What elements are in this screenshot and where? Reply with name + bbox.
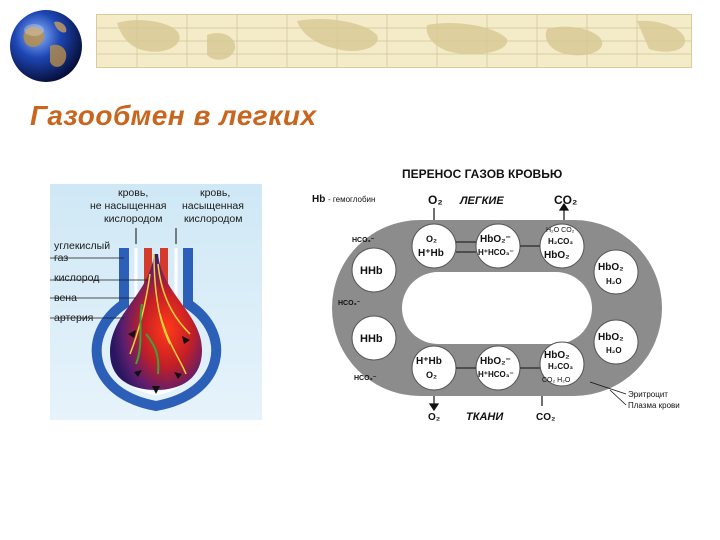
header-right-line2: насыщенная xyxy=(182,200,244,212)
cell3-line1: H₂O CO₂ xyxy=(546,227,575,234)
label-plasma: Плазма крови xyxy=(628,401,680,410)
diagram-title: ПЕРЕНОС ГАЗОВ КРОВЬЮ xyxy=(402,167,562,181)
label-vein: вена xyxy=(54,292,77,304)
cell8-line1: H⁺Hb xyxy=(416,356,442,367)
top-o2: O₂ xyxy=(428,193,443,207)
cell3-line2: H₂CO₃ xyxy=(548,237,573,246)
hco3-left-top: HCO₃⁻ xyxy=(352,237,375,244)
cell9-line2: H⁺HCO₃⁻ xyxy=(478,370,514,379)
header-left-line3: кислородом xyxy=(104,213,163,225)
cell6: HHb xyxy=(360,333,383,345)
cell7-line1: HbO₂ xyxy=(598,332,624,343)
header-right-line3: кислородом xyxy=(184,213,243,225)
label-erythrocyte: Эритроцит xyxy=(628,390,668,399)
cell1-line1: O₂ xyxy=(426,234,437,244)
slide-title: Газообмен в легких xyxy=(30,100,317,131)
cell5: HHb xyxy=(360,265,383,277)
cell3-line3: HbO₂ xyxy=(544,250,570,261)
header-right-line1: кровь, xyxy=(200,187,231,199)
cell8-line2: O₂ xyxy=(426,370,437,380)
bottom-co2: CO₂ xyxy=(536,412,555,423)
label-oxygen: кислород xyxy=(54,272,100,284)
bottom-o2: O₂ xyxy=(428,412,440,423)
cell1-line2: H⁺Hb xyxy=(418,248,444,259)
world-map-banner xyxy=(96,14,692,68)
cell4-line1: HbO₂ xyxy=(598,262,624,273)
label-artery: артерия xyxy=(54,312,94,324)
cell4-line2: H₂O xyxy=(606,277,622,286)
hco3-left-mid: HCO₃⁻ xyxy=(338,300,361,307)
hco3-left-bottom: HCO₃⁻ xyxy=(354,375,377,382)
cell10-line2: H₂CO₃ xyxy=(548,362,573,371)
top-lungs: ЛЕГКИЕ xyxy=(459,195,504,207)
header-left-line1: кровь, xyxy=(118,187,149,199)
cell9-line1: HbO₂⁻ xyxy=(480,356,511,367)
gas-transport-diagram: ПЕРЕНОС ГАЗОВ КРОВЬЮ Hb - гемоглобин O₂ … xyxy=(312,167,680,423)
cell2-line2: H⁺HCO₃⁻ xyxy=(478,248,514,257)
top-co2: CO₂ xyxy=(554,193,577,207)
legend-symbol: Hb xyxy=(312,194,325,205)
cell10-line3: CO₂ H₂O xyxy=(542,377,571,384)
cell10-line1: HbO₂ xyxy=(544,350,570,361)
cell7-line2: H₂O xyxy=(606,346,622,355)
cell2-line1: HbO₂⁻ xyxy=(480,234,511,245)
globe-icon xyxy=(10,10,82,82)
bottom-tissues: ТКАНИ xyxy=(466,411,504,423)
alveolus-illustration xyxy=(50,184,262,420)
label-co2-line1: углекислый xyxy=(54,240,111,252)
header-left-line2: не насыщенная xyxy=(90,200,167,212)
legend-text: - гемоглобин xyxy=(328,195,375,204)
label-co2-line2: газ xyxy=(54,252,69,264)
